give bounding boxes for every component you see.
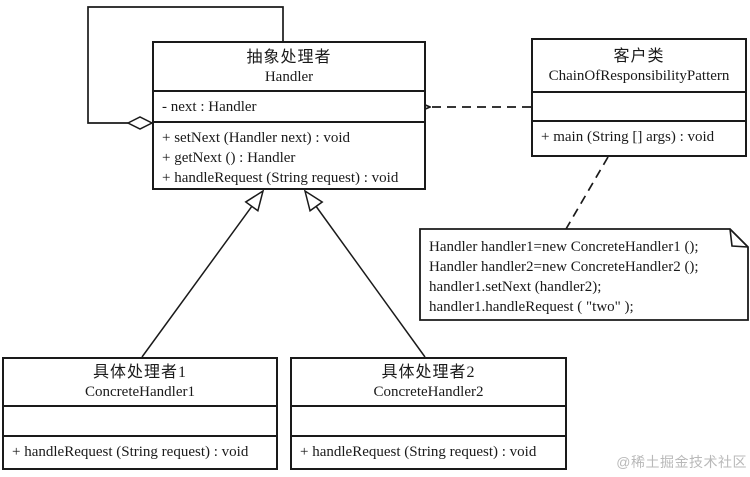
self-association-line (87, 6, 284, 124)
note-code-line: Handler handler1=new ConcreteHandler1 ()… (429, 239, 699, 255)
note-code-line: Handler handler2=new ConcreteHandler2 ()… (429, 259, 699, 275)
class-concrete1-title: 具体处理者1 ConcreteHandler1 (4, 359, 276, 405)
class-concrete-handler1: 具体处理者1 ConcreteHandler1 + handleRequest … (2, 357, 278, 470)
class-handler-methods: + setNext (Handler next) : void + getNex… (154, 123, 424, 188)
note-code-line: handler1.setNext (handler2); (429, 279, 602, 295)
attribute-item: - next : Handler (162, 99, 257, 115)
method-item: + handleRequest (String request) : void (162, 170, 399, 186)
class-concrete2-methods: + handleRequest (String request) : void (292, 437, 565, 468)
class-handler-attributes: - next : Handler (154, 90, 424, 123)
note-shape (419, 228, 749, 321)
class-name-en: ConcreteHandler2 (373, 384, 484, 400)
method-item: + handleRequest (String request) : void (12, 444, 249, 460)
class-concrete2-title: 具体处理者2 ConcreteHandler2 (292, 359, 565, 405)
class-name-cn: 具体处理者2 (381, 364, 476, 381)
class-concrete1-attributes (4, 405, 276, 437)
aggregation-diamond-icon (126, 116, 154, 130)
watermark: @稀土掘金技术社区 (616, 454, 747, 470)
class-client-methods: + main (String [] args) : void (533, 122, 745, 155)
method-item: + getNext () : Handler (162, 150, 296, 166)
class-name-cn: 客户类 (613, 47, 665, 65)
class-handler: 抽象处理者 Handler - next : Handler + setNext… (152, 41, 426, 190)
class-concrete2-attributes (292, 405, 565, 437)
class-name-cn: 抽象处理者 (246, 48, 332, 66)
class-concrete1-methods: + handleRequest (String request) : void (4, 437, 276, 468)
class-name-cn: 具体处理者1 (92, 364, 187, 381)
class-name-en: ChainOfResponsibilityPattern (548, 67, 730, 84)
class-name-en: Handler (264, 68, 314, 85)
method-item: + handleRequest (String request) : void (300, 444, 537, 460)
note-code-line: handler1.handleRequest ( "two" ); (429, 299, 634, 315)
uml-note: Handler handler1=new ConcreteHandler1 ()… (420, 229, 748, 320)
method-item: + main (String [] args) : void (541, 129, 715, 145)
method-item: + setNext (Handler next) : void (162, 130, 350, 146)
generalization-arrow-concrete2 (303, 189, 426, 358)
class-concrete-handler2: 具体处理者2 ConcreteHandler2 + handleRequest … (290, 357, 567, 470)
note-fold-icon (729, 228, 749, 248)
class-client: 客户类 ChainOfResponsibilityPattern + main … (531, 38, 747, 157)
class-client-title: 客户类 ChainOfResponsibilityPattern (533, 40, 745, 91)
note-anchor-line (565, 156, 609, 230)
generalization-arrow-concrete1 (141, 189, 265, 358)
class-client-attributes (533, 91, 745, 122)
class-handler-title: 抽象处理者 Handler (154, 43, 424, 90)
class-name-en: ConcreteHandler1 (85, 384, 195, 400)
